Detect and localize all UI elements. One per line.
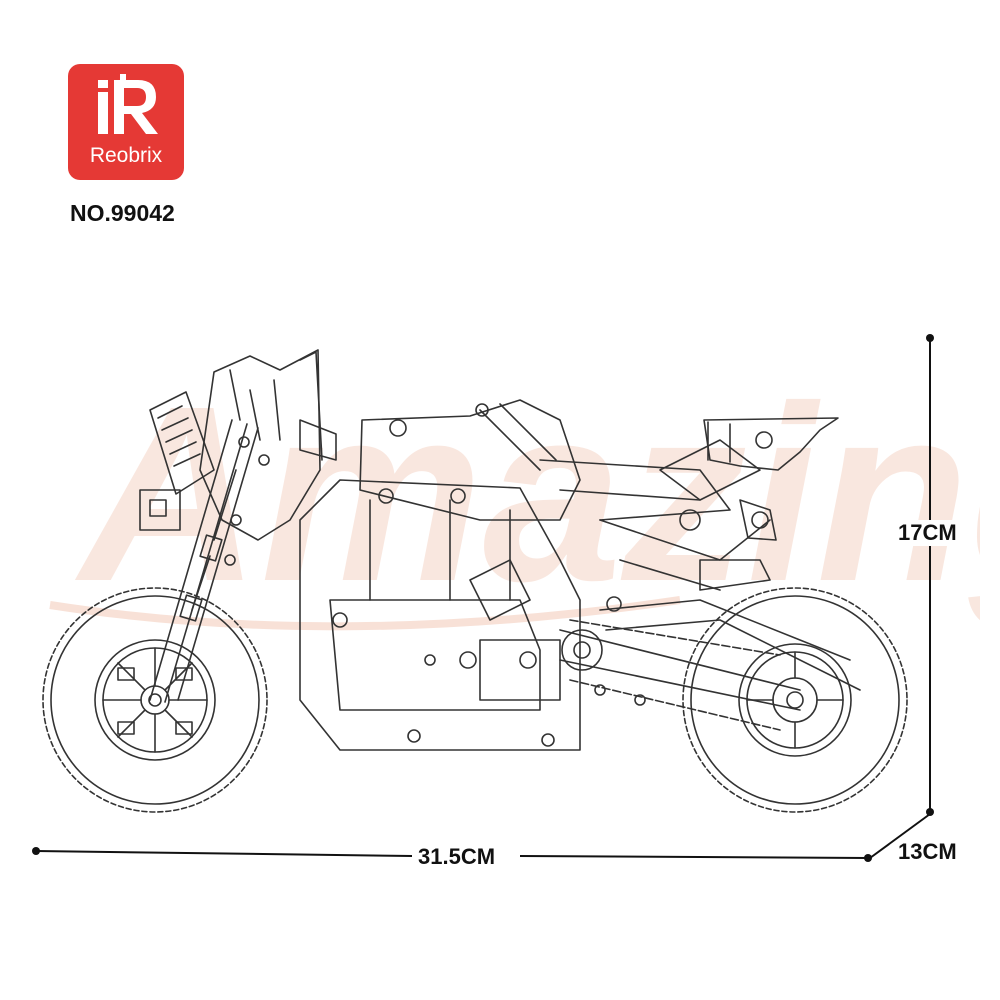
dimension-lines [32, 334, 934, 862]
tail-section [659, 417, 839, 501]
fuel-tank [359, 399, 581, 521]
logo-r-icon [98, 74, 158, 134]
rear-wheel [682, 587, 908, 813]
watermark: Amazing [49, 354, 980, 633]
height-dimension: 17CM [898, 520, 957, 546]
length-dimension: 31.5CM [412, 844, 502, 870]
brand-logo: Reobrix [68, 64, 184, 180]
model-number: NO.99042 [70, 200, 175, 226]
depth-dimension: 13CM [898, 839, 957, 865]
studs [224, 436, 646, 706]
brand-name: Reobrix [89, 144, 163, 167]
front-cowl [139, 349, 337, 541]
watermark-text: Amazing [74, 354, 980, 633]
rear-frame [539, 459, 777, 591]
engine-block [299, 479, 581, 751]
front-wheel [42, 587, 268, 813]
front-fork [149, 419, 259, 703]
